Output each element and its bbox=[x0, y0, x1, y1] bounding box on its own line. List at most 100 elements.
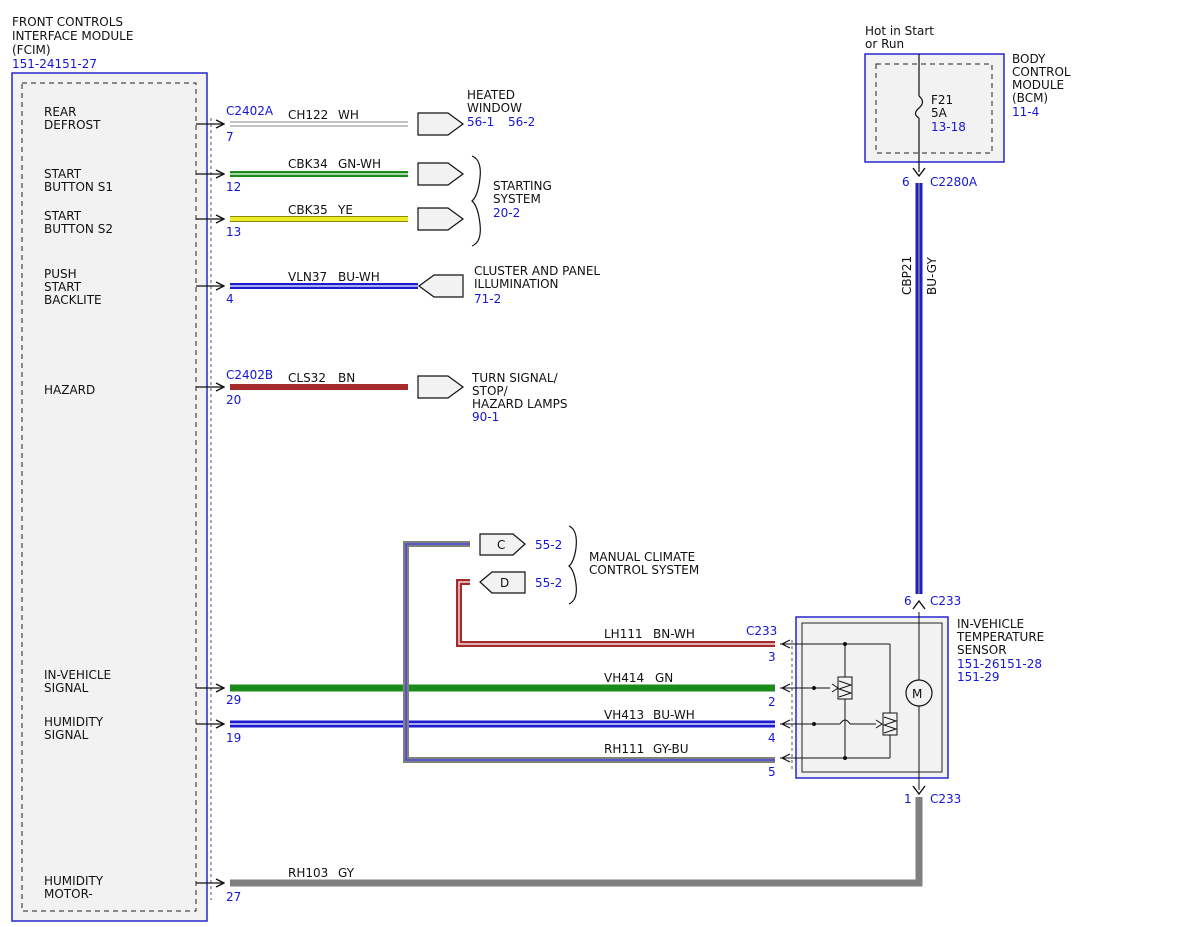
wire-vh414-pin-sensor: 2 bbox=[768, 695, 776, 709]
climate-ref-d[interactable]: 55-2 bbox=[535, 576, 562, 590]
wire-cls32-pin: 20 bbox=[226, 393, 241, 407]
fuse-f21-icon bbox=[914, 95, 924, 119]
wire-cbk34-color: GN-WH bbox=[338, 157, 381, 171]
fcim-title-line-2: INTERFACE MODULE bbox=[12, 29, 133, 43]
connector-c2280a[interactable]: C2280A bbox=[930, 175, 978, 189]
start-s2-connector bbox=[417, 207, 465, 231]
climate-connectors bbox=[479, 533, 526, 594]
bcm-power-note-2: or Run bbox=[865, 37, 904, 51]
turn-signal-ref[interactable]: 90-1 bbox=[472, 410, 499, 424]
pin-label-hum-motor-1: HUMIDITY bbox=[44, 874, 104, 888]
connector-c233-mid[interactable]: C233 bbox=[746, 624, 777, 638]
wire-rh103-pin-fcim: 27 bbox=[226, 890, 241, 904]
connector-c2402b[interactable]: C2402B bbox=[226, 368, 273, 382]
pin-label-rear-defrost-2: DEFROST bbox=[44, 118, 101, 132]
wire-vln37-color: BU-WH bbox=[338, 270, 380, 284]
bcm-title-3: MODULE bbox=[1012, 78, 1064, 92]
cluster-label-1: CLUSTER AND PANEL bbox=[474, 264, 600, 278]
wire-ch122-color: WH bbox=[338, 108, 359, 122]
wire-cls32-circuit: CLS32 bbox=[288, 371, 326, 385]
wire-rh103[interactable]: RH103 GY 27 bbox=[196, 797, 923, 904]
pin-label-iv-signal-2: SIGNAL bbox=[44, 681, 89, 695]
heated-window-ref-1[interactable]: 56-1 bbox=[467, 115, 494, 129]
wire-vh413-color: BU-WH bbox=[653, 708, 695, 722]
wire-vh413-circuit: VH413 bbox=[604, 708, 644, 722]
heated-window-ref-2[interactable]: 56-2 bbox=[508, 115, 535, 129]
bcm-module: Hot in Start or Run F21 5A 13-18 BODY CO… bbox=[864, 24, 1071, 172]
bcm-title-1: BODY bbox=[1012, 52, 1046, 66]
sensor-ref-2[interactable]: 151-29 bbox=[957, 670, 1000, 684]
cluster-connector bbox=[417, 274, 464, 298]
climate-tag-d: D bbox=[500, 576, 509, 590]
sensor-pin-1: 1 bbox=[904, 792, 912, 806]
fuse-f21-name: F21 bbox=[931, 93, 953, 107]
pin-label-rear-defrost-1: REAR bbox=[44, 105, 76, 119]
wire-rh103-color: GY bbox=[338, 866, 355, 880]
wire-vh413-pin-fcim: 19 bbox=[226, 731, 241, 745]
wire-lh111[interactable]: LH111 BN-WH 3 bbox=[456, 579, 776, 664]
wire-vln37-circuit: VLN37 bbox=[288, 270, 327, 284]
wire-cbk34[interactable]: CBK34 GN-WH 12 bbox=[196, 157, 408, 194]
start-s1-connector bbox=[417, 162, 465, 186]
connector-c2402a[interactable]: C2402A bbox=[226, 104, 274, 118]
wire-lh111-color: BN-WH bbox=[653, 627, 695, 641]
sensor-title-1: IN-VEHICLE bbox=[957, 617, 1024, 631]
wire-cbk35-circuit: CBK35 bbox=[288, 203, 328, 217]
fcim-title-line-3: (FCIM) bbox=[12, 43, 51, 57]
fuse-f21-rating: 5A bbox=[931, 106, 948, 120]
sensor-ref-1[interactable]: 151-26151-28 bbox=[957, 657, 1042, 671]
wire-cls32[interactable]: CLS32 BN 20 bbox=[196, 371, 408, 407]
sensor-pin-6: 6 bbox=[904, 594, 912, 608]
connector-c233-bot[interactable]: C233 bbox=[930, 792, 961, 806]
wire-ch122[interactable]: CH122 WH 7 bbox=[196, 108, 408, 144]
heated-window-label-1: HEATED bbox=[467, 88, 515, 102]
wire-vh414-pin-fcim: 29 bbox=[226, 693, 241, 707]
bcm-pin-6: 6 bbox=[902, 175, 910, 189]
pin-label-push-start-1: PUSH bbox=[44, 267, 77, 281]
climate-tag-c: C bbox=[497, 538, 505, 552]
wire-rh103-circuit: RH103 bbox=[288, 866, 328, 880]
connector-c233-top[interactable]: C233 bbox=[930, 594, 961, 608]
wire-ch122-pin: 7 bbox=[226, 130, 234, 144]
climate-ref-c[interactable]: 55-2 bbox=[535, 538, 562, 552]
fuse-f21-ref[interactable]: 13-18 bbox=[931, 120, 966, 134]
bcm-title-2: CONTROL bbox=[1012, 65, 1071, 79]
wire-rh111-pin: 5 bbox=[768, 765, 776, 779]
pin-label-iv-signal-1: IN-VEHICLE bbox=[44, 668, 111, 682]
wire-vh414[interactable]: VH414 GN 29 2 bbox=[196, 671, 776, 709]
climate-brace bbox=[568, 525, 577, 605]
pin-label-hum-signal-2: SIGNAL bbox=[44, 728, 89, 742]
sensor-module: M IN-VEHICLE TEMPERATURE SENSOR 151-2615… bbox=[780, 612, 1044, 790]
cluster-label-2: ILLUMINATION bbox=[474, 277, 559, 291]
wire-vh413[interactable]: VH413 BU-WH 19 4 bbox=[196, 708, 776, 745]
wire-lh111-pin: 3 bbox=[768, 650, 776, 664]
climate-connector-d bbox=[479, 571, 526, 594]
bcm-outline bbox=[864, 53, 1005, 163]
wire-vh413-pin-sensor: 4 bbox=[768, 731, 776, 745]
wire-cbk35-pin: 13 bbox=[226, 225, 241, 239]
bcm-ref[interactable]: 11-4 bbox=[1012, 105, 1039, 119]
wire-vln37[interactable]: VLN37 BU-WH 4 bbox=[196, 270, 418, 306]
starting-system-label-2: SYSTEM bbox=[493, 192, 541, 206]
pin-label-start-s2-2: BUTTON S2 bbox=[44, 222, 113, 236]
bcm-inner-dashed bbox=[875, 63, 993, 154]
wire-cbk35[interactable]: CBK35 YE 13 bbox=[196, 203, 408, 239]
pin-label-hum-motor-2: MOTOR- bbox=[44, 887, 93, 901]
cluster-ref[interactable]: 71-2 bbox=[474, 292, 501, 306]
climate-connector-c bbox=[479, 533, 526, 556]
bcm-power-note-1: Hot in Start bbox=[865, 24, 934, 38]
starting-system-ref[interactable]: 20-2 bbox=[493, 206, 520, 220]
wire-vh414-color: GN bbox=[655, 671, 673, 685]
climate-label-2: CONTROL SYSTEM bbox=[589, 563, 699, 577]
temp-resistor-icon bbox=[882, 712, 898, 736]
pin-label-hazard: HAZARD bbox=[44, 383, 95, 397]
bcm-title-4: (BCM) bbox=[1012, 91, 1048, 105]
wire-cbp21-circuit: CBP21 bbox=[900, 256, 914, 295]
motor-symbol: M bbox=[912, 687, 922, 701]
fcim-reference[interactable]: 151-24151-27 bbox=[12, 57, 97, 71]
wire-cbp21[interactable]: CBP21 BU-GY bbox=[900, 183, 939, 594]
humidity-resistor-icon bbox=[837, 676, 853, 700]
dest-connectors bbox=[417, 112, 465, 399]
pin-label-start-s2-1: START bbox=[44, 209, 82, 223]
wire-vh414-circuit: VH414 bbox=[604, 671, 644, 685]
